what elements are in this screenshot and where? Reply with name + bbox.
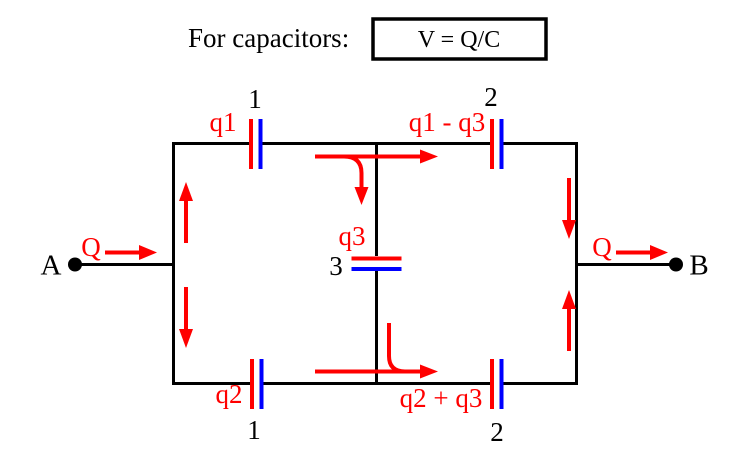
q3-branch-down-arrow-icon [354, 187, 369, 205]
output-charge-q-label: Q [592, 232, 612, 262]
formula-text: V = Q/C [418, 27, 500, 53]
top-right-flow-arrow-icon [420, 149, 438, 164]
header-title: For capacitors: [188, 23, 349, 53]
terminal-b-dot [669, 257, 683, 272]
right-up-arrow-icon [562, 290, 576, 309]
charge-q1-label: q1 [210, 107, 237, 137]
cap-bottom-right-number: 2 [490, 417, 504, 447]
input-charge-q-label: Q [81, 232, 101, 262]
right-down-arrow-icon [562, 220, 576, 239]
cap-top-left-number: 1 [248, 84, 262, 114]
cap-top-right-number: 2 [484, 82, 498, 112]
terminal-a-label: A [41, 250, 62, 282]
bottom-right-flow-arrow-icon [420, 364, 438, 379]
charge-q2-plus-q3-label: q2 + q3 [400, 383, 483, 413]
cap-middle-number: 3 [329, 251, 343, 281]
formula-box [371, 17, 548, 61]
charge-q2-label: q2 [216, 379, 243, 409]
q3-branch-down-curve [343, 154, 364, 187]
q3-merge-curve [387, 323, 406, 374]
terminal-a-dot [68, 257, 82, 272]
terminal-b-label: B [689, 250, 708, 282]
left-down-arrow-icon [179, 329, 193, 348]
output-flow-arrow-icon [650, 245, 668, 260]
cap-bottom-left-number: 1 [247, 415, 261, 445]
charge-q3-label: q3 [339, 221, 366, 251]
input-flow-arrow-icon [139, 245, 157, 260]
charge-q1-minus-q3-label: q1 - q3 [409, 107, 486, 137]
left-up-arrow-icon [179, 182, 193, 201]
